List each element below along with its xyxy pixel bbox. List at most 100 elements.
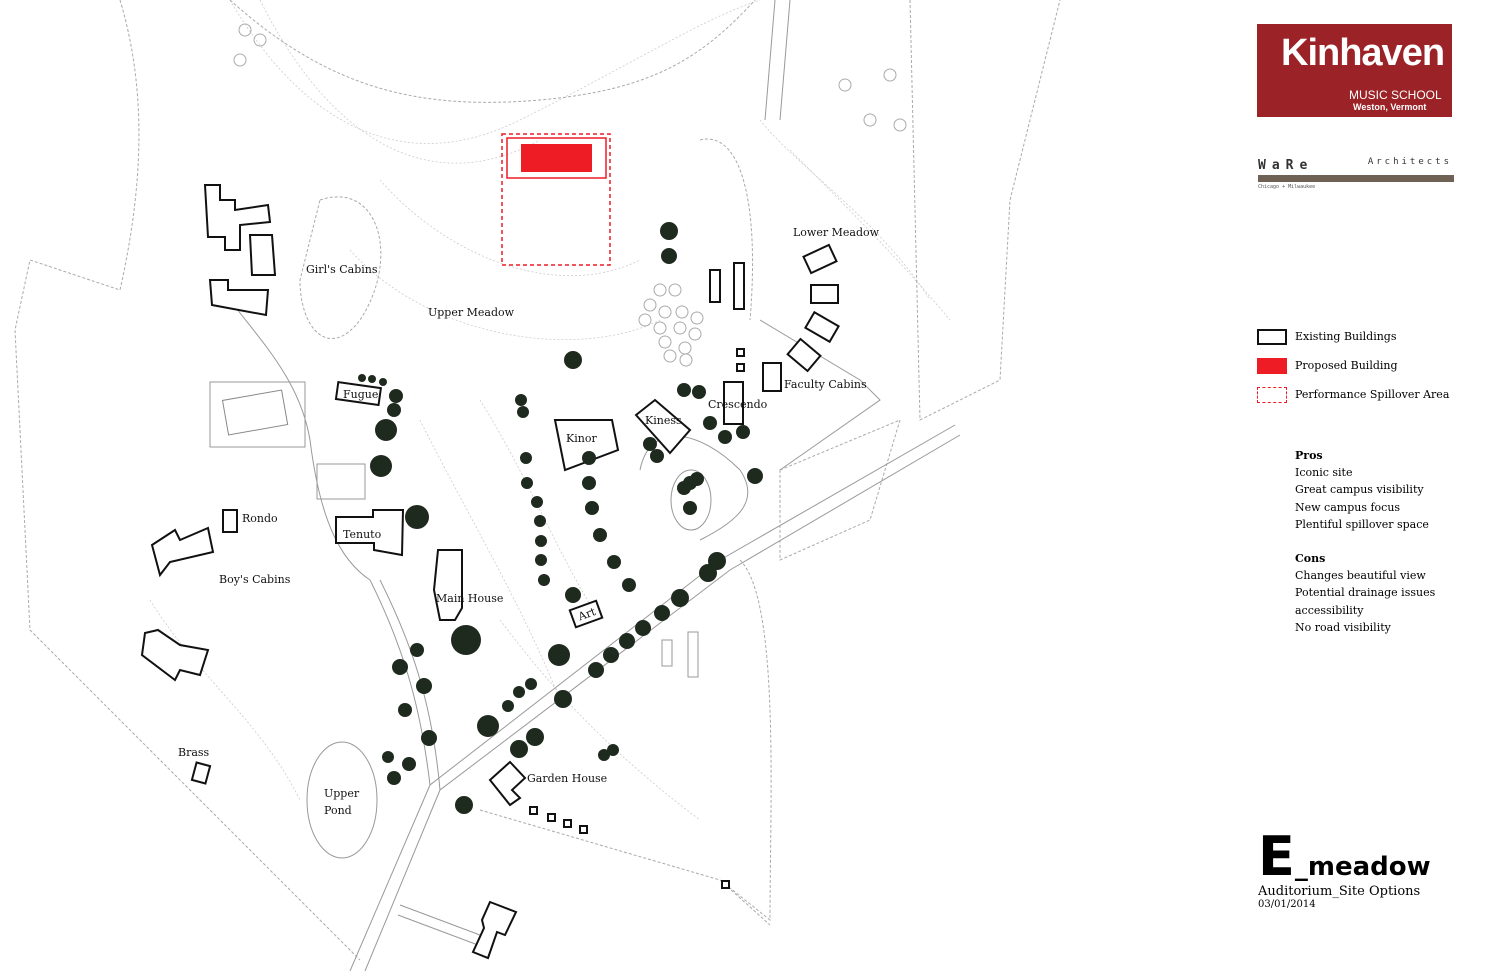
label-lower-meadow: Lower Meadow — [793, 226, 880, 239]
shrub-icon — [863, 113, 877, 127]
tennis-net-area — [221, 389, 289, 436]
shrub-icon — [673, 321, 687, 335]
tree-icon — [370, 455, 392, 477]
shrub-icon — [679, 353, 693, 367]
tree-icon — [635, 620, 651, 636]
site-plan-map: Girl's Cabins Upper Meadow Lower Meadow … — [14, 0, 1061, 971]
tree-icon — [690, 472, 704, 486]
shrub-icon — [883, 68, 897, 82]
tree-icon — [513, 686, 525, 698]
tennis-court — [209, 381, 306, 448]
tree-icon — [531, 496, 543, 508]
upper-pond — [306, 741, 378, 859]
roads — [229, 0, 961, 971]
label-rondo: Rondo — [242, 512, 278, 525]
legend-label: Existing Buildings — [1295, 330, 1397, 343]
tree-icon — [502, 700, 514, 712]
shrub-icon — [688, 327, 702, 341]
tree-icon — [535, 554, 547, 566]
tree-icon — [703, 416, 717, 430]
tree-icon — [534, 515, 546, 527]
tree-icon — [622, 578, 636, 592]
logo-location: Weston, Vermont — [1353, 102, 1427, 112]
cons-item: Changes beautiful view — [1295, 569, 1426, 583]
pros-cons: Pros Iconic site Great campus visibility… — [1295, 447, 1435, 636]
pros-title: Pros — [1295, 449, 1323, 462]
tree-icon — [526, 728, 544, 746]
legend: Existing Buildings Proposed Building Per… — [1257, 322, 1449, 409]
cons-item: accessibility — [1295, 603, 1364, 617]
cons-title: Cons — [1295, 552, 1326, 566]
tree-icon — [405, 505, 429, 529]
tree-icon — [565, 587, 581, 603]
sheet-subtitle: Auditorium_Site Options — [1258, 884, 1421, 899]
pros-item: New campus focus — [1295, 500, 1401, 514]
shrub-icon — [653, 283, 667, 297]
label-brass: Brass — [178, 746, 210, 759]
architect-suffix: Architects — [1367, 157, 1452, 167]
circle-drive — [670, 469, 712, 531]
tree-icon — [358, 374, 366, 382]
tree-icon — [593, 528, 607, 542]
tree-icon — [410, 643, 424, 657]
tree-icon — [525, 678, 537, 690]
cons-item: No road visibility — [1295, 620, 1391, 634]
label-tenuto: Tenuto — [343, 528, 382, 541]
tree-icon — [548, 644, 570, 666]
logo-name: Kinhaven — [1281, 32, 1445, 74]
tree-icon — [392, 659, 408, 675]
tree-icon — [747, 468, 763, 484]
shrub-icon — [638, 313, 652, 327]
title-block: E_meadow Auditorium_Site Options 03/01/2… — [1258, 830, 1431, 911]
shrub-icon — [690, 311, 704, 325]
tree-icon — [510, 740, 528, 758]
tree-icon — [708, 552, 726, 570]
shrub-icon — [663, 349, 677, 363]
wooded-areas — [14, 0, 1061, 961]
spillover-swatch — [1257, 386, 1287, 403]
tree-icon — [477, 715, 499, 737]
tree-icon — [564, 351, 582, 369]
tree-icon — [661, 248, 677, 264]
proposed-building — [521, 144, 592, 172]
tree-icon — [582, 476, 596, 490]
legend-spillover: Performance Spillover Area — [1257, 380, 1449, 409]
label-upper-pond-1: Upper — [324, 787, 360, 800]
label-garden-house: Garden House — [527, 772, 607, 785]
shrub-icon — [643, 298, 657, 312]
label-upper-meadow: Upper Meadow — [428, 306, 515, 319]
shrub-icon — [668, 283, 682, 297]
cons-item: Potential drainage issues — [1295, 586, 1436, 600]
tree-icon — [654, 605, 670, 621]
logo-subtitle: MUSIC SCHOOL — [1349, 88, 1442, 102]
tree-icon — [603, 647, 619, 663]
sheet-date: 03/01/2014 — [1258, 899, 1316, 910]
tree-icon — [683, 501, 697, 515]
tree-icon — [554, 690, 572, 708]
pros-item: Great campus visibility — [1295, 483, 1424, 497]
tree-icon — [607, 744, 619, 756]
tree-icon — [368, 375, 376, 383]
legend-proposed: Proposed Building — [1257, 351, 1449, 380]
shrub-icon — [253, 33, 267, 47]
tree-icon — [416, 678, 432, 694]
shrub-icon — [658, 305, 672, 319]
tree-icon — [671, 589, 689, 607]
tree-icon — [521, 477, 533, 489]
tree-icon — [515, 394, 527, 406]
tree-icon — [660, 222, 678, 240]
option-letter: E — [1258, 825, 1295, 888]
tree-icon — [398, 703, 412, 717]
pros-item: Plentiful spillover space — [1295, 517, 1429, 531]
label-upper-pond-2: Pond — [324, 804, 352, 817]
tree-icon — [692, 385, 706, 399]
tree-icon — [455, 796, 473, 814]
tree-icon — [588, 662, 604, 678]
shrub-icon — [675, 305, 689, 319]
shrub-icon — [838, 78, 852, 92]
label-main-house: Main House — [436, 592, 503, 605]
architect-bar — [1258, 175, 1454, 182]
trees — [233, 23, 907, 814]
legend-existing: Existing Buildings — [1257, 322, 1449, 351]
tree-icon — [736, 425, 750, 439]
